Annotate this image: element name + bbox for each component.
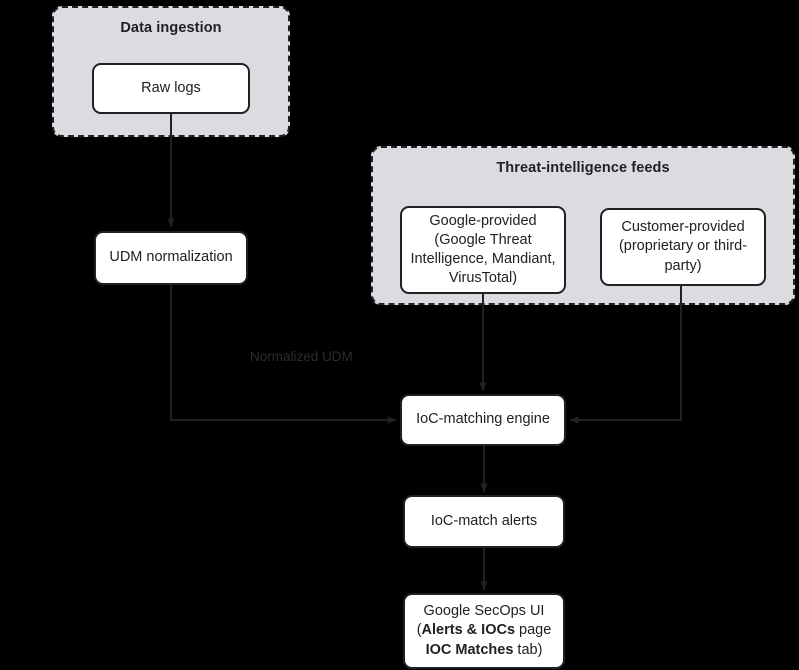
node-customer-provided-line-2: (proprietary or third- <box>618 238 748 255</box>
node-google-provided-label: Google-provided (Google Threat Intellige… <box>408 212 558 289</box>
cluster-threat-intelligence-feeds-title: Threat-intelligence feeds <box>496 160 670 176</box>
node-ioc-matching-engine-label: IoC-matching engine <box>416 411 550 428</box>
node-customer-provided-label: Customer-provided (proprietary or third-… <box>608 218 758 275</box>
node-google-secops-ui-alerts-iocs-page: Alerts & IOCs <box>421 622 516 639</box>
node-google-secops-ui-line-2-prefix: ( <box>416 622 422 639</box>
node-ioc-match-alerts-label: IoC-match alerts <box>430 512 538 529</box>
node-google-secops-ui-ioc-matches-tab: IOC Matches <box>425 641 514 658</box>
node-udm-normalization[interactable]: UDM normalization <box>94 231 248 285</box>
node-google-provided[interactable]: Google-provided (Google Threat Intellige… <box>400 206 566 294</box>
node-google-secops-ui-line-3-suffix: tab) <box>513 641 543 658</box>
node-raw-logs[interactable]: Raw logs <box>92 63 250 114</box>
node-udm-normalization-label: UDM normalization <box>109 249 233 266</box>
node-google-secops-ui-line-2-suffix: page <box>515 622 552 639</box>
node-customer-provided-line-3: party) <box>664 257 702 274</box>
node-ioc-match-alerts[interactable]: IoC-match alerts <box>403 495 565 548</box>
node-customer-provided[interactable]: Customer-provided (proprietary or third-… <box>600 208 766 286</box>
node-google-secops-ui-label: Google SecOps UI (Alerts & IOCs page IOC… <box>411 602 557 659</box>
edge-udm-to-engine <box>170 284 397 424</box>
node-google-provided-line-4: VirusTotal) <box>448 270 518 287</box>
node-google-provided-line-1: Google-provided <box>429 212 537 229</box>
edge-label-normalized-udm: Normalized UDM <box>250 349 353 364</box>
node-ioc-matching-engine[interactable]: IoC-matching engine <box>400 394 566 446</box>
node-google-secops-ui[interactable]: Google SecOps UI (Alerts & IOCs page IOC… <box>403 593 565 669</box>
node-google-provided-line-3: Intelligence, Mandiant, <box>410 251 556 267</box>
node-google-provided-line-2: (Google Threat <box>434 231 532 248</box>
node-customer-provided-line-1: Customer-provided <box>621 219 745 236</box>
cluster-data-ingestion-title: Data ingestion <box>120 20 222 36</box>
node-raw-logs-label: Raw logs <box>141 79 201 96</box>
node-google-secops-ui-line-1: Google SecOps UI <box>423 603 545 620</box>
edge-customer-provided-to-engine <box>569 285 682 424</box>
